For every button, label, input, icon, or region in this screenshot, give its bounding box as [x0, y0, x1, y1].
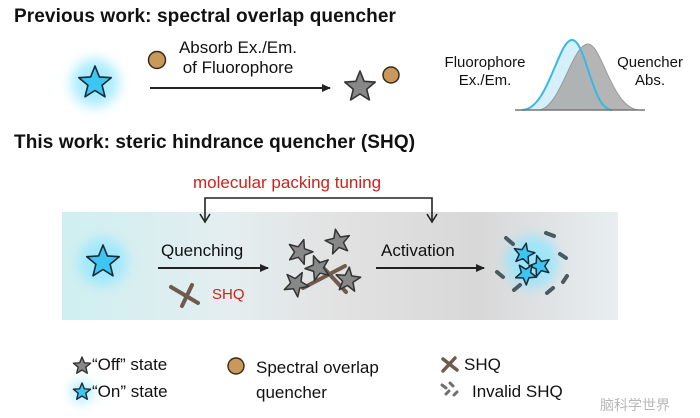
off-star-with-quencher	[343, 66, 400, 101]
absorb-label-line1: Absorb Ex./Em.	[178, 38, 298, 57]
shq-icon	[169, 283, 200, 308]
fluorophore-label-line2: Ex./Em.	[458, 72, 512, 89]
legend-on-star-icon	[71, 381, 93, 403]
legend-quencher-icon	[227, 357, 245, 375]
aggregate-star-0	[288, 238, 314, 266]
quencher-ball-icon	[147, 50, 167, 70]
packing-bracket	[199, 197, 438, 224]
legend-off-star-icon	[72, 356, 92, 374]
activated-star-0	[513, 242, 536, 265]
quencher-abs-label-line1: Quencher	[617, 54, 683, 71]
aggregate-star-4	[304, 255, 330, 282]
absorb-label-line2: of Fluorophore	[182, 58, 294, 77]
packing-label: molecular packing tuning	[193, 173, 382, 192]
activation-label: Activation	[381, 241, 455, 260]
watermark: 脑科学世界	[600, 397, 670, 413]
legend-off-label: “Off” state	[92, 355, 168, 374]
fluorophore-label-line1: Fluorophore	[444, 54, 526, 71]
quenching-label: Quenching	[161, 241, 244, 260]
aggregate-star-2	[283, 271, 310, 298]
previous-work-heading: Previous work: spectral overlap quencher	[14, 6, 397, 27]
legend-spectral-line1: Spectral overlap	[256, 358, 379, 377]
legend-shq-icon	[441, 356, 459, 373]
activated-star-2	[514, 264, 538, 286]
aggregate-star-1	[324, 228, 351, 255]
legend-invalid-shq-icon	[440, 381, 459, 397]
legend-invalid-label: Invalid SHQ	[472, 382, 563, 401]
legend-spectral-label: Spectral overlap quencher	[256, 355, 379, 405]
absorb-label: Absorb Ex./Em. of Fluorophore	[168, 38, 308, 78]
shq-label: SHQ	[212, 286, 245, 303]
this-work-heading: This work: steric hindrance quencher (SH…	[14, 132, 416, 153]
legend-shq-label: SHQ	[464, 355, 501, 374]
on-star-icon-top	[78, 65, 112, 98]
quencher-abs-label-line2: Abs.	[634, 72, 665, 89]
fluorophore-label: Fluorophore Ex./Em.	[430, 54, 540, 90]
legend-spectral-line2: quencher	[256, 383, 327, 402]
aggregate-star-3	[335, 266, 362, 292]
legend-on-label: “On” state	[92, 382, 168, 401]
quencher-abs-label: Quencher Abs.	[604, 54, 696, 90]
spectra-plot	[515, 38, 645, 111]
on-star-icon-panel	[86, 244, 120, 277]
quenched-aggregate	[283, 228, 362, 298]
activated-cluster	[495, 231, 569, 295]
